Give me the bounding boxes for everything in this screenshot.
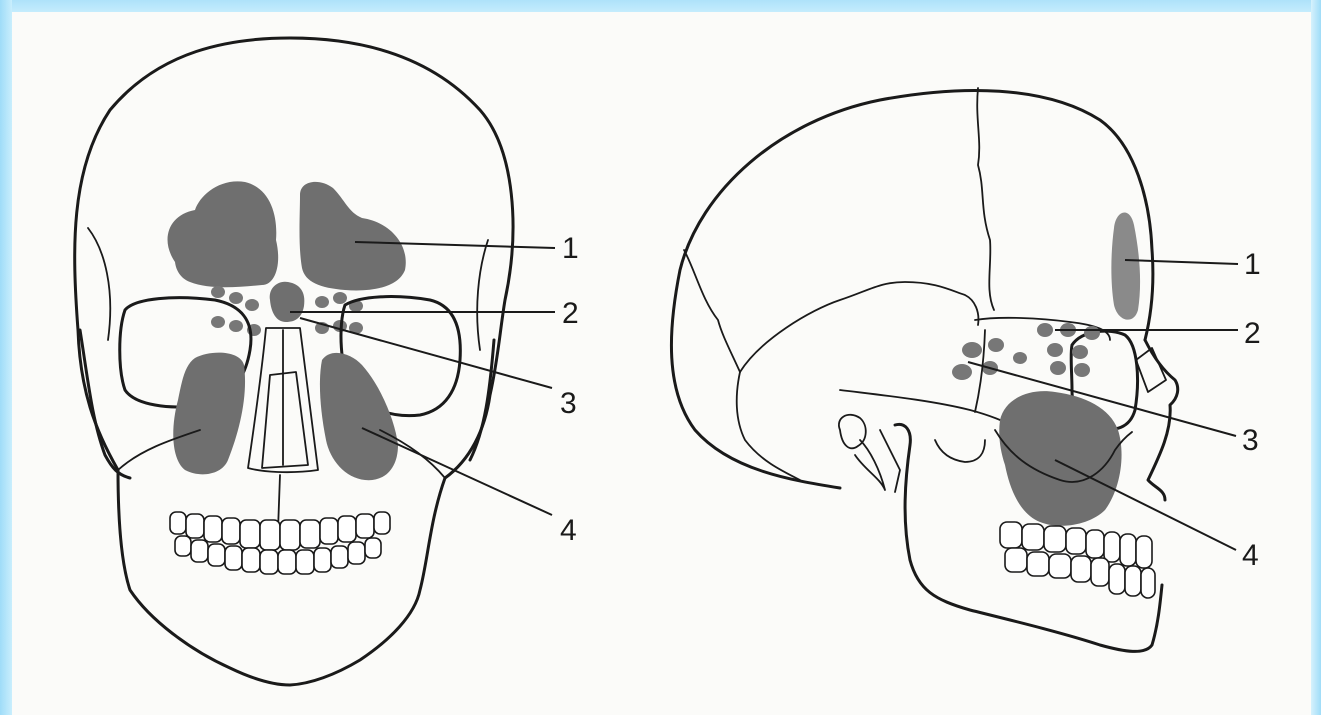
front-leader-4 [362,428,552,515]
lateral-sphenoid-sinus [952,338,1027,380]
lateral-mastoid [855,440,885,490]
lateral-ethmoid-cells [1037,323,1100,377]
front-frontal-sinus-left [168,181,279,287]
front-frontal-sinus-right [300,182,406,291]
lateral-ear-canal [839,415,866,449]
front-maxillary-sinus-left [173,353,245,475]
lateral-callout-4: 4 [1242,539,1259,572]
lateral-coronal-suture [977,88,994,310]
front-callout-1: 1 [562,232,579,265]
lateral-squamosal-suture [740,282,978,372]
lateral-nasal-bone-detail [1136,348,1166,392]
lateral-callout-3: 3 [1242,424,1259,457]
lateral-condyle [935,440,985,462]
lateral-skull: 1 2 3 4 [671,88,1260,651]
front-temple-right [477,240,488,350]
lateral-leader-1 [1125,260,1238,264]
front-mandible [118,470,445,685]
front-callout-2: 2 [562,297,579,330]
front-temple-left [88,228,110,340]
lateral-maxillary-sinus [999,391,1121,526]
front-nasal-bone [262,372,308,468]
front-cranium-outline [75,38,513,478]
lateral-lambdoid-suture [684,250,740,372]
front-skull: 1 2 3 4 [75,38,579,685]
lateral-callout-1: 1 [1244,248,1261,281]
lateral-nose [1145,340,1178,500]
front-sphenoid-sinus [270,282,305,322]
front-maxillary-sinus-right [320,353,398,480]
lateral-callout-2: 2 [1244,317,1261,350]
front-callout-4: 4 [560,514,577,547]
front-cheek-left [80,330,130,478]
front-callout-3: 3 [560,387,577,420]
lateral-frontal-sinus [1111,213,1140,320]
